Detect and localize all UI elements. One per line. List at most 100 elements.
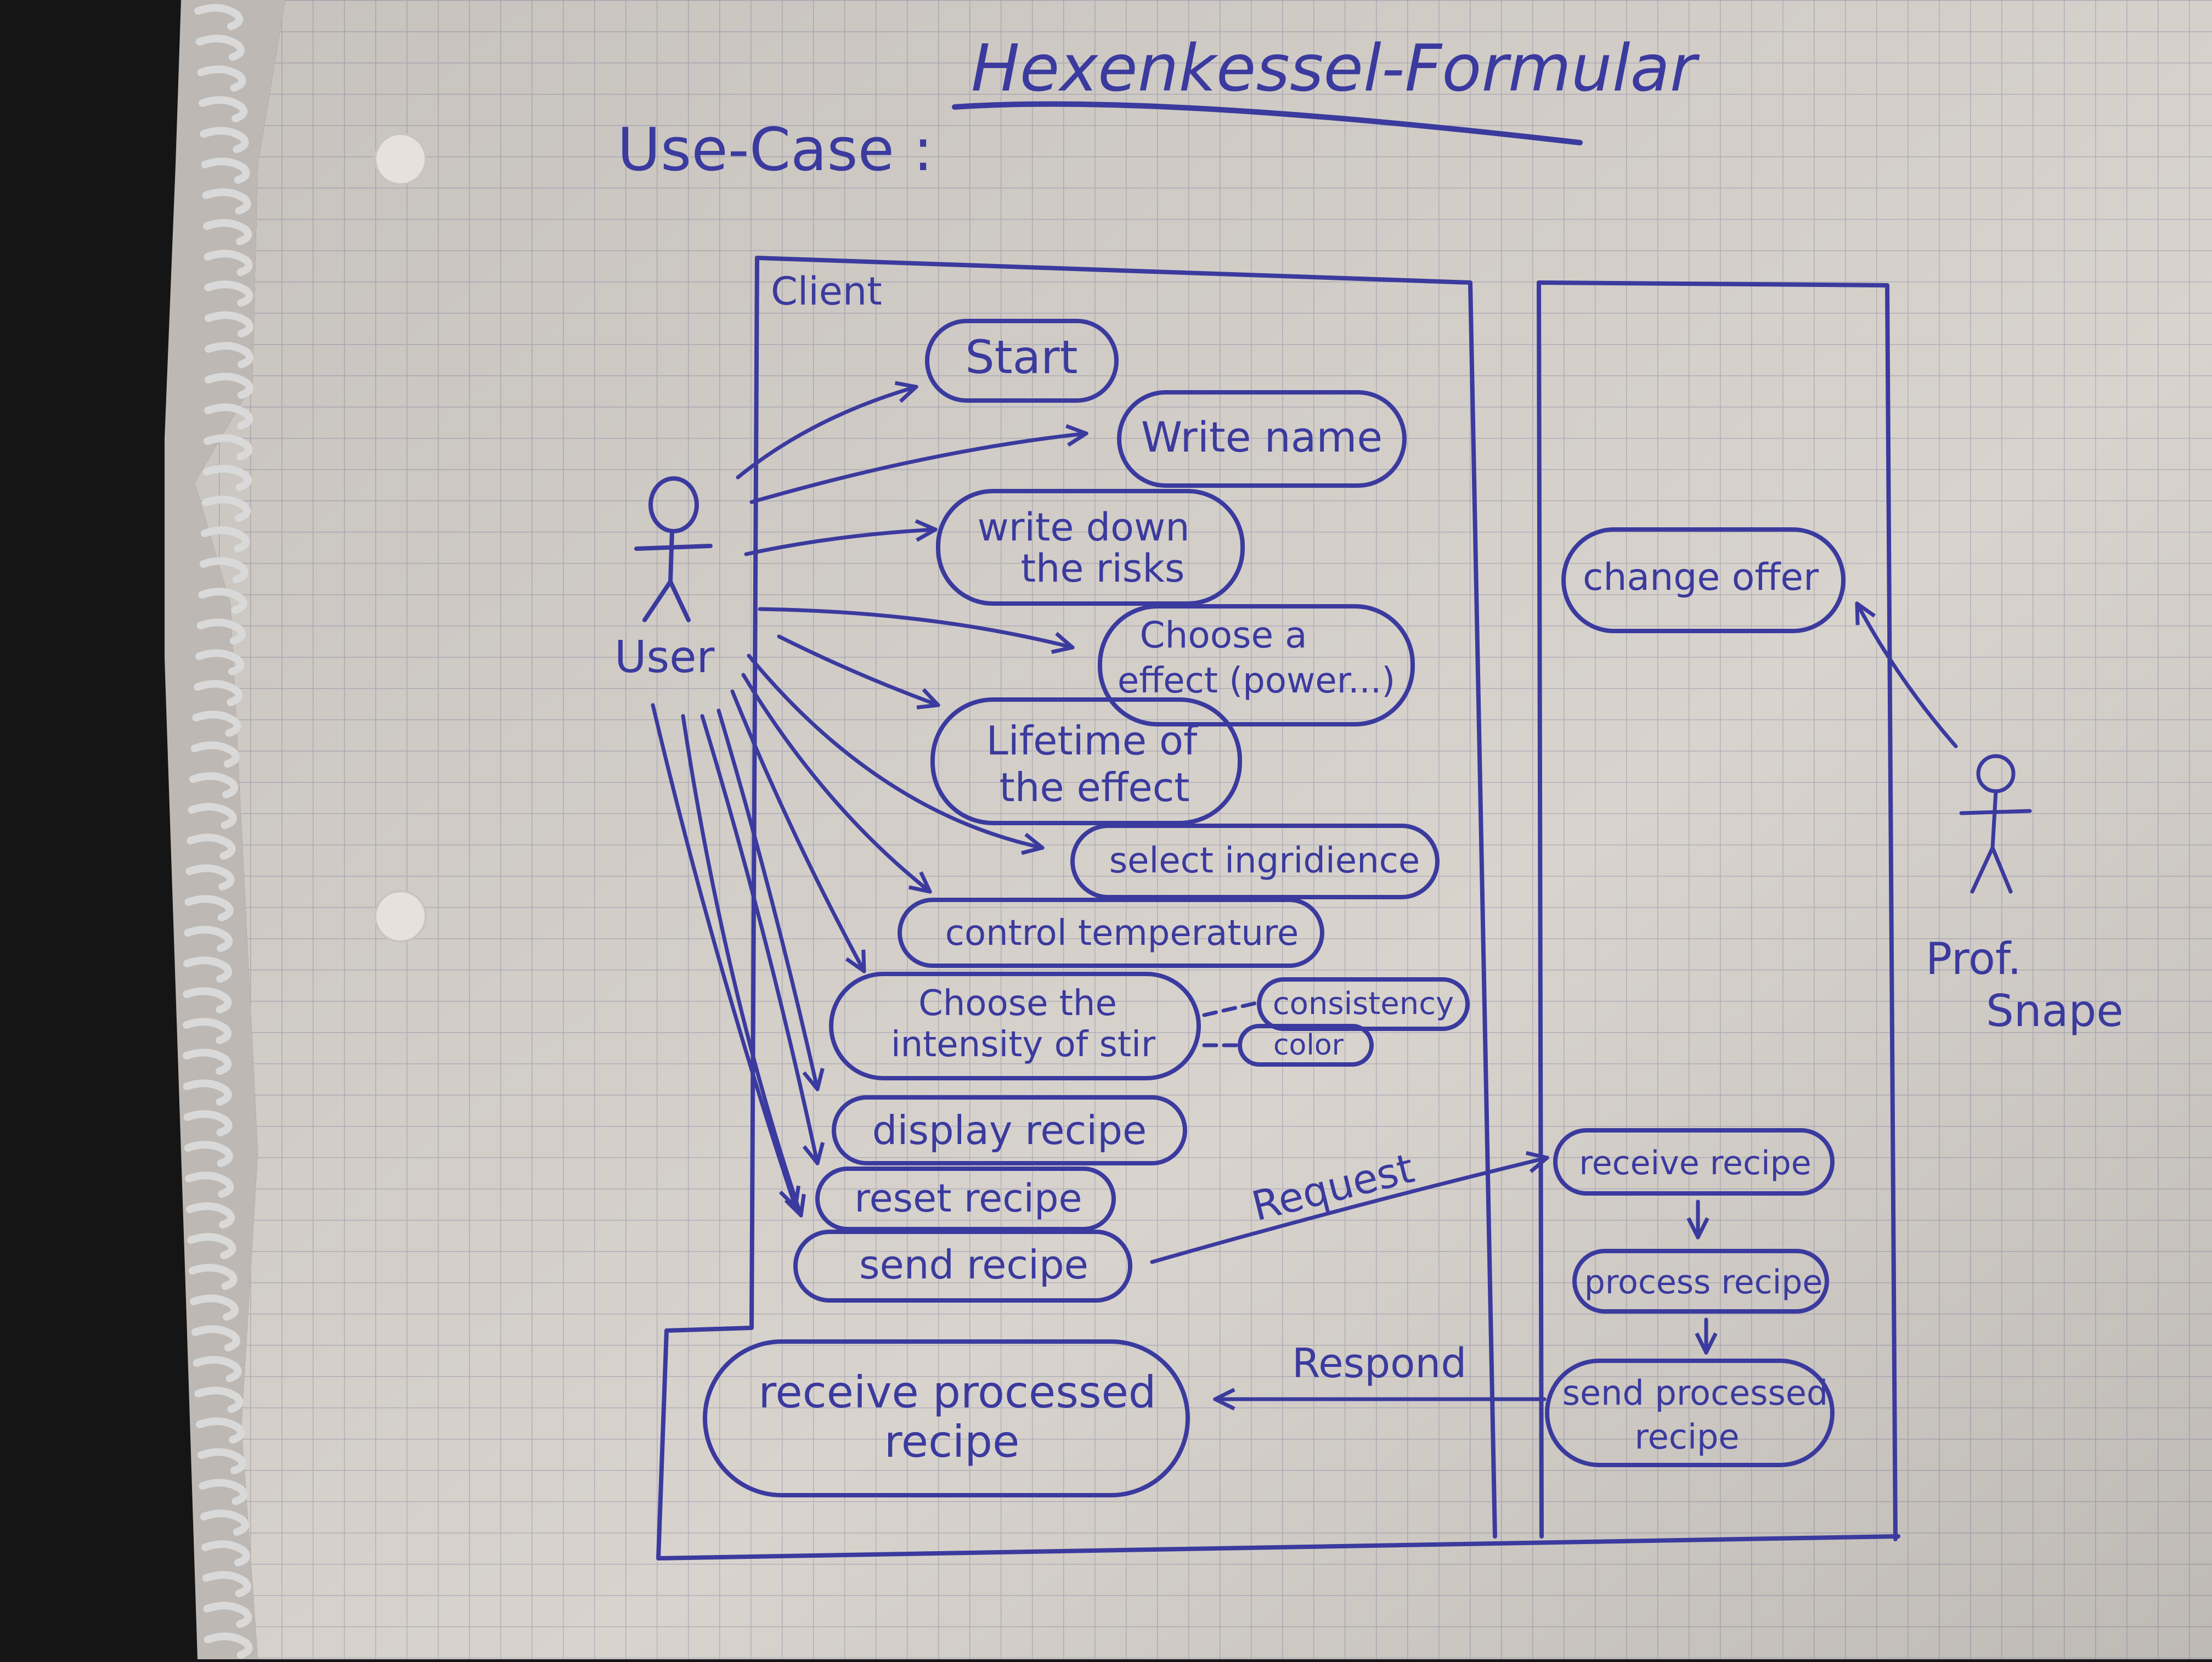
spiral-coil: [186, 1202, 235, 1229]
use-case-display-recipe: [832, 1095, 1187, 1165]
spiral-coil: [183, 956, 233, 983]
spiral-coil: [201, 157, 250, 184]
client-label: Client: [771, 269, 882, 314]
spiral-coil: [193, 1356, 242, 1382]
spiral-coil: [183, 1018, 232, 1044]
spiral-coil: [200, 127, 249, 153]
arrow-user-write-risks: [744, 529, 935, 556]
spiral-coil: [198, 588, 247, 614]
spiral-coil: [203, 1602, 252, 1628]
spiral-coil: [184, 895, 234, 921]
spiral-coil: [203, 219, 252, 245]
use-case-change-offer: [1561, 527, 1846, 633]
label-choose-effect-2: effect (power...): [1118, 661, 1395, 701]
client-boundary: [656, 256, 1900, 1560]
label-color: color: [1273, 1029, 1344, 1062]
arrow-user-write-name: [749, 433, 1086, 504]
arrow-user-start: [736, 387, 916, 480]
spiral-coil: [195, 35, 245, 61]
use-case-send-recipe: [793, 1230, 1132, 1303]
label-change-offer: change offer: [1583, 556, 1819, 599]
arrow-user-receive-processed: [651, 703, 795, 1207]
arrow-request: [1150, 1158, 1547, 1264]
label-send-processed-2: recipe: [1634, 1417, 1739, 1457]
spiral-coil: [187, 1233, 236, 1259]
use-case-heading: Use-Case :: [617, 116, 933, 184]
label-consistency: consistency: [1273, 986, 1454, 1022]
spiral-coil: [192, 711, 241, 737]
spiral-coil: [204, 373, 253, 399]
user-actor-figure: [634, 476, 713, 622]
use-case-send-processed: [1545, 1359, 1835, 1467]
use-case-choose-stir: [829, 972, 1201, 1080]
arrow-user-reset: [700, 714, 817, 1163]
spiral-coil: [190, 741, 240, 768]
spiral-coil: [204, 250, 253, 276]
spiral-coil: [200, 1509, 249, 1536]
use-case-control-temperature: [898, 898, 1324, 968]
use-case-write-risks: [936, 489, 1245, 606]
label-choose-stir-1: Choose the: [918, 983, 1117, 1024]
spiral-coil: [194, 1387, 244, 1413]
spiral-coil: [199, 96, 248, 122]
use-case-select-ingredients: [1070, 824, 1440, 899]
label-choose-stir-2: intensity of stir: [891, 1024, 1156, 1065]
label-lifetime-1: Lifetime of: [986, 718, 1198, 764]
arrow-user-ingredients: [747, 653, 1042, 848]
dash-stir-consistency: [1202, 1001, 1259, 1017]
arrow-user-choose-stir: [730, 689, 864, 971]
spiral-coil: [183, 1079, 232, 1106]
spiral-coil: [189, 772, 239, 798]
label-control-temperature: control temperature: [945, 913, 1299, 954]
spiral-coil: [196, 1417, 245, 1444]
use-case-process-recipe: [1572, 1249, 1829, 1314]
spiral-coil: [194, 4, 244, 30]
spiral-coil: [188, 1264, 238, 1290]
spiral-coil: [183, 1110, 233, 1136]
spiral-coil: [195, 649, 245, 675]
label-write-risks-1: write down: [977, 505, 1189, 550]
label-receive-recipe: receive recipe: [1579, 1144, 1811, 1182]
use-case-receive-processed: [703, 1339, 1190, 1497]
spiral-coil: [183, 1049, 232, 1075]
snape-actor-label-1: Prof.: [1926, 933, 2022, 984]
spiral-coil: [204, 280, 253, 307]
diagram-title: Hexenkessel-Formular: [971, 30, 1700, 106]
spiral-coil: [204, 342, 254, 368]
label-write-risks-2: the risks: [1021, 546, 1185, 591]
spiral-coil: [183, 987, 232, 1013]
punch-hole-middle: [374, 890, 427, 943]
spiral-coil: [199, 1479, 248, 1505]
label-receive-processed-2: recipe: [884, 1416, 1020, 1467]
label-receive-processed-1: receive processed: [758, 1367, 1156, 1418]
spiral-coil: [204, 1632, 253, 1659]
spiral-coil: [202, 1571, 251, 1597]
label-display-recipe: display recipe: [872, 1107, 1147, 1153]
spiral-coil: [190, 1294, 239, 1321]
use-case-write-name: [1117, 390, 1407, 488]
snape-actor-figure: [1959, 754, 2032, 894]
spiral-binding: [183, 4, 254, 1659]
label-lifetime-2: the effect: [999, 764, 1189, 810]
arrow-user-display: [716, 708, 817, 1089]
spiral-coil: [187, 833, 236, 860]
arrow-snape-change-offer: [1857, 604, 1958, 748]
title-underline: [952, 101, 1583, 145]
spiral-coil: [197, 1448, 246, 1474]
use-case-lifetime: [930, 697, 1242, 825]
snape-actor-label-2: Snape: [1986, 985, 2124, 1036]
spiral-coil: [199, 557, 249, 583]
use-case-reset-recipe: [815, 1167, 1116, 1231]
spiral-coil: [185, 864, 235, 891]
spiral-coil: [184, 1141, 233, 1167]
client-boundary-right: [755, 256, 1497, 1539]
spiral-coil: [204, 311, 253, 337]
server-boundary: [1537, 280, 1898, 1541]
spiral-coil: [202, 188, 251, 215]
spiral-coil: [196, 618, 246, 645]
respond-label: Respond: [1292, 1340, 1466, 1387]
arrow-user-lifetime: [777, 634, 938, 705]
spiral-coil: [202, 465, 252, 491]
